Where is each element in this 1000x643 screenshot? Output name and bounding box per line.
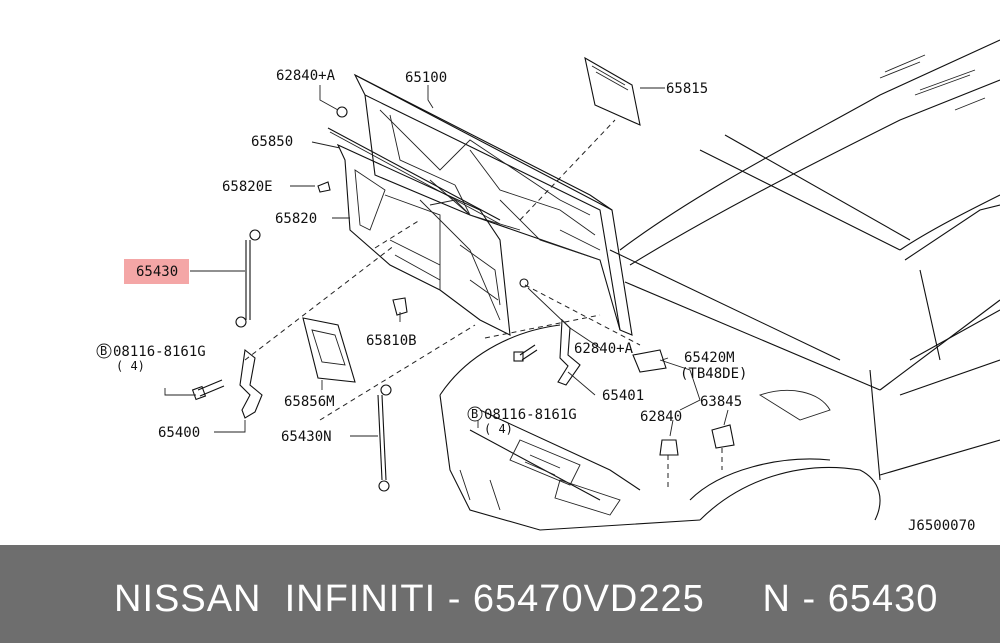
label-65401: 65401 — [602, 388, 644, 404]
clip-63845 — [711, 424, 735, 449]
label-bolt-left-qty: ( 4) — [116, 359, 145, 373]
vehicle-outline — [439, 39, 1000, 531]
label-65100: 65100 — [405, 70, 447, 86]
label-65850: 65850 — [251, 134, 293, 150]
diagram-code: J6500070 — [908, 518, 975, 534]
label-tb48de: (TB48DE) — [680, 366, 747, 382]
label-65430n: 65430N — [281, 429, 332, 445]
label-63845: 63845 — [700, 394, 742, 410]
gas-strut-left — [235, 229, 261, 328]
highlight-65430 — [124, 259, 189, 284]
label-62840a-right: 62840+A — [574, 341, 634, 357]
clip-65820e — [317, 181, 331, 193]
parts-diagram: B B 62840+A 65100 65815 65850 65820E 658… — [96, 39, 1000, 534]
label-65820e: 65820E — [222, 179, 273, 195]
clip-62840a-top — [336, 106, 348, 118]
label-65815: 65815 — [666, 81, 708, 97]
label-bolt-left: 08116-8161G — [113, 344, 206, 360]
footer-bar: NISSAN INFINITI - 65470VD225 N - 65430 — [0, 545, 1000, 643]
hood-seal-strip — [327, 127, 501, 221]
label-65810b: 65810B — [366, 333, 417, 349]
footer-part-text: NISSAN INFINITI - 65470VD225 N - 65430 — [114, 578, 939, 620]
label-65856m: 65856M — [284, 394, 335, 410]
pad-65856m — [302, 317, 356, 383]
label-bolt-right-qty: ( 4) — [484, 422, 513, 436]
label-62840a-top: 62840+A — [276, 68, 336, 84]
bracket-65420m — [632, 349, 667, 373]
label-65820: 65820 — [275, 211, 317, 227]
hood-insulator — [336, 143, 511, 336]
clip-65810b — [392, 297, 408, 316]
leader-lines — [164, 85, 729, 437]
b-symbol-1: B — [100, 344, 107, 358]
label-65420m: 65420M — [684, 350, 735, 366]
hinge-right — [557, 318, 581, 386]
hinge-left — [239, 348, 263, 419]
bolt-right — [513, 344, 538, 362]
b-symbol-2: B — [471, 407, 478, 421]
bolt-left — [191, 379, 225, 401]
label-65430: 65430 — [136, 264, 178, 280]
label-bolt-right: 08116-8161G — [484, 407, 577, 423]
pad-65815 — [584, 56, 641, 126]
gas-strut-right — [377, 384, 392, 492]
hood-panel — [353, 73, 633, 336]
label-62840: 62840 — [640, 409, 682, 425]
label-65400: 65400 — [158, 425, 200, 441]
bumper-62840 — [659, 439, 679, 456]
clip-62840a-right — [519, 278, 529, 288]
